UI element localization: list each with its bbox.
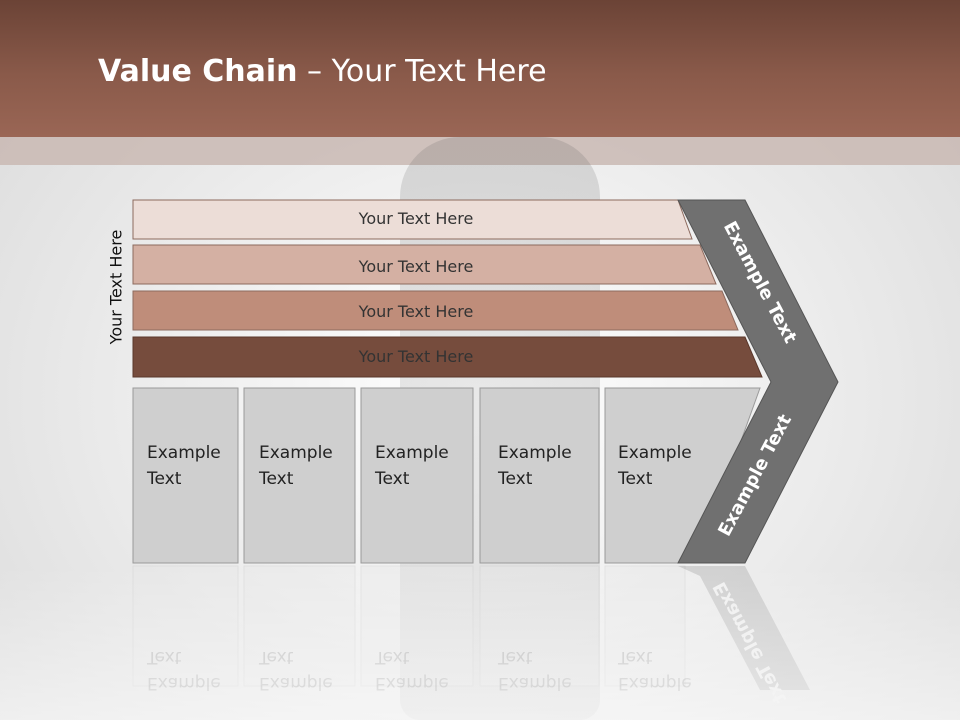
box-3[interactable]	[360, 387, 474, 564]
boxes-group: Example Text Example Text Example Text E…	[132, 387, 761, 564]
bar-label-4: Your Text Here	[358, 347, 474, 366]
bars-group: Your Text Here Your Text Here Your Text …	[132, 199, 763, 378]
box-1[interactable]	[132, 387, 239, 564]
box-5-line-1: Example	[618, 443, 692, 463]
title-header-band	[0, 0, 960, 137]
box-5-line-2: Text	[617, 469, 653, 489]
box-1-line-1: Example	[147, 443, 221, 463]
bar-label-1: Your Text Here	[358, 209, 474, 228]
header-accent-strip	[0, 137, 960, 165]
box-4[interactable]	[479, 387, 600, 564]
box-3-line-1: Example	[375, 443, 449, 463]
bar-shape-4[interactable]	[132, 336, 763, 378]
slide-title: Value Chain – Your Text Here	[98, 54, 547, 89]
bar-shape-1[interactable]	[132, 199, 693, 240]
bar-label-3: Your Text Here	[358, 302, 474, 321]
reflection-fade	[0, 566, 960, 720]
bar-label-2: Your Text Here	[358, 257, 474, 276]
title-rest: – Your Text Here	[297, 54, 547, 89]
box-2[interactable]	[243, 387, 356, 564]
title-bold: Value Chain	[98, 54, 298, 89]
box-4-line-2: Text	[497, 469, 533, 489]
bar-shape-3[interactable]	[132, 290, 739, 331]
box-3-line-2: Text	[374, 469, 410, 489]
bar-shape-2[interactable]	[132, 244, 717, 285]
chevron-shape[interactable]	[677, 199, 839, 564]
box-4-line-1: Example	[498, 443, 572, 463]
box-2-line-2: Text	[258, 469, 294, 489]
box-2-line-1: Example	[259, 443, 333, 463]
box-1-line-2: Text	[146, 469, 182, 489]
